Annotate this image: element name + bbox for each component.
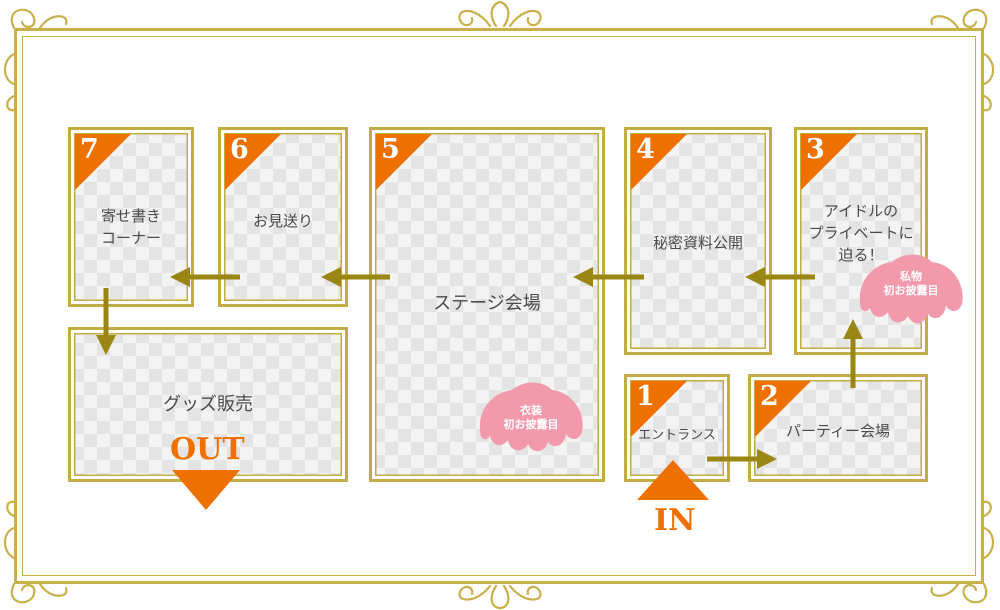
room-label: 秘密資料公開 <box>652 234 743 252</box>
crest-flourish-icon <box>458 584 542 610</box>
room-number: 3 <box>806 134 825 165</box>
room-label: エントランス <box>638 428 716 443</box>
room-1-entrance: 1 エントランス <box>624 374 730 482</box>
room-number: 5 <box>381 134 400 165</box>
room-2-party-hall: 2 パーティー会場 <box>748 374 928 482</box>
room-label: 寄せ書き コーナー <box>100 207 161 247</box>
corner-flourish-icon <box>930 8 995 112</box>
corner-flourish-icon <box>3 8 68 112</box>
ornate-frame-outer <box>14 28 984 584</box>
badge-private-items-debut: 私物 初お披露目 <box>883 270 939 297</box>
room-number: 4 <box>636 134 655 165</box>
pink-burst-badge-icon <box>479 382 583 452</box>
room-number: 6 <box>230 134 249 165</box>
room-label: ステージ会場 <box>433 293 541 314</box>
goods-sales-area: グッズ販売 <box>68 327 348 482</box>
room-label: グッズ販売 <box>163 394 253 415</box>
exit-label: OUT <box>170 432 245 467</box>
room-number: 1 <box>636 381 655 412</box>
room-label: パーティー会場 <box>785 422 891 440</box>
corner-flourish-icon <box>930 500 995 604</box>
pink-burst-badge-icon <box>859 254 963 324</box>
crest-flourish-icon <box>458 0 542 28</box>
entrance-label: IN <box>654 503 696 538</box>
room-4-secret-documents: 4 秘密資料公開 <box>624 127 772 355</box>
room-number: 7 <box>80 134 99 165</box>
exit-arrow-icon <box>172 470 240 510</box>
room-label: お見送り <box>252 212 313 230</box>
entrance-arrow-icon <box>637 460 709 500</box>
corner-flourish-icon <box>3 500 68 604</box>
room-label: アイドルの プライベートに 迫る！ <box>808 202 914 264</box>
ornate-frame-inner <box>22 36 976 576</box>
badge-costume-debut: 衣装 初お披露目 <box>503 404 559 431</box>
room-number: 2 <box>760 381 779 412</box>
